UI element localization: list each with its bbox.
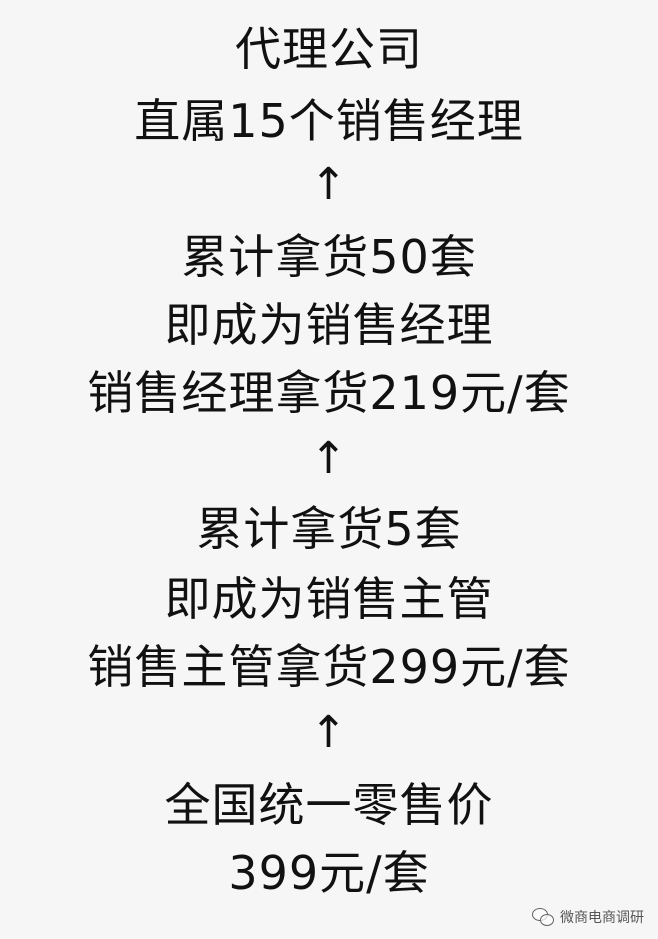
line-become-sales-manager: 即成为销售经理 <box>164 298 494 352</box>
line-manager-price: 销售经理拿货219元/套 <box>87 366 571 420</box>
line-become-supervisor: 即成为销售主管 <box>164 572 494 626</box>
watermark-text: 微商电商调研 <box>560 910 644 926</box>
wechat-icon <box>532 908 554 926</box>
up-arrow-icon: ↑ <box>310 707 348 758</box>
up-arrow-icon: ↑ <box>310 433 348 484</box>
line-supervisor-price: 销售主管拿货299元/套 <box>87 640 571 694</box>
up-arrow-icon: ↑ <box>310 159 348 210</box>
line-agency-company: 代理公司 <box>235 22 423 76</box>
watermark: 微商电商调研 <box>532 907 644 927</box>
line-retail-price: 399元/套 <box>228 846 430 900</box>
line-direct-managers: 直属15个销售经理 <box>134 94 524 148</box>
line-retail-price-label: 全国统一零售价 <box>164 778 494 832</box>
line-cumulative-50: 累计拿货50套 <box>181 230 477 284</box>
line-cumulative-5: 累计拿货5套 <box>196 502 462 556</box>
